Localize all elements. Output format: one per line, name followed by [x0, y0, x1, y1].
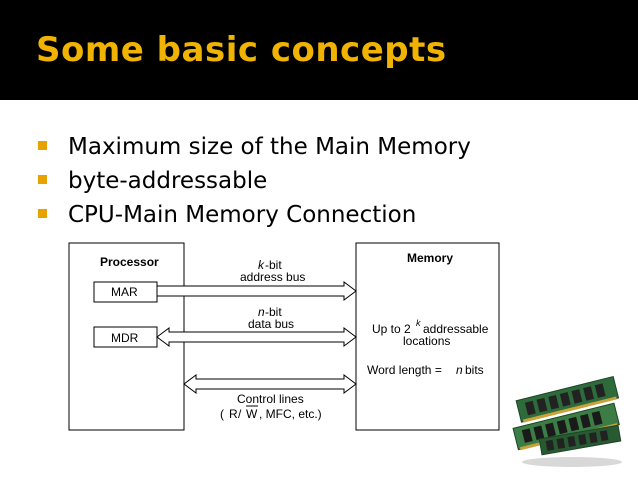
data-bus-arrow — [156, 327, 357, 347]
mem-exp: k — [416, 318, 421, 328]
address-bus-var: k — [258, 258, 265, 272]
slide-title: Some basic concepts — [36, 30, 447, 70]
control-r: R — [229, 407, 238, 421]
bullet-list: Maximum size of the Main Memory byte-add… — [36, 130, 471, 232]
address-bus-arrow — [156, 281, 357, 301]
mem-upto: Up to 2 — [372, 322, 411, 336]
memory-box — [355, 242, 500, 431]
bullet-square-icon — [38, 175, 47, 184]
bullet-text: Maximum size of the Main Memory — [68, 134, 471, 160]
title-bar: Some basic concepts — [0, 0, 638, 100]
data-bus-label: data bus — [248, 317, 294, 331]
bullet-text: byte-addressable — [68, 168, 268, 194]
bullet-square-icon — [38, 209, 47, 218]
mem-locations: locations — [403, 334, 450, 348]
bullet-square-icon — [38, 141, 47, 150]
address-bus-label: address bus — [240, 270, 305, 284]
address-bus-bit: -bit — [265, 258, 282, 272]
control-rest: , MFC, etc.) — [259, 407, 322, 421]
data-bus-bit: -bit — [265, 305, 282, 319]
data-bus-var: n — [258, 305, 265, 319]
mem-addressable: addressable — [423, 322, 489, 336]
mar-label: MAR — [111, 285, 138, 299]
control-paren-open: ( — [220, 407, 224, 421]
word-length-label: Word length = — [367, 363, 442, 377]
control-lines-label: Control lines — [237, 392, 304, 406]
word-length-bits: bits — [465, 363, 484, 377]
control-w: W — [246, 407, 258, 421]
bullet-item: Maximum size of the Main Memory — [36, 130, 471, 164]
bullet-item: CPU-Main Memory Connection — [36, 198, 471, 232]
memory-label: Memory — [407, 251, 453, 265]
processor-label: Processor — [100, 255, 159, 269]
memory-modules-icon — [512, 375, 622, 467]
control-slash: / — [238, 407, 242, 421]
word-length-n: n — [456, 363, 463, 377]
bullet-item: byte-addressable — [36, 164, 471, 198]
control-lines-arrow — [183, 374, 357, 394]
bullet-text: CPU-Main Memory Connection — [68, 202, 417, 228]
mdr-label: MDR — [111, 331, 139, 345]
